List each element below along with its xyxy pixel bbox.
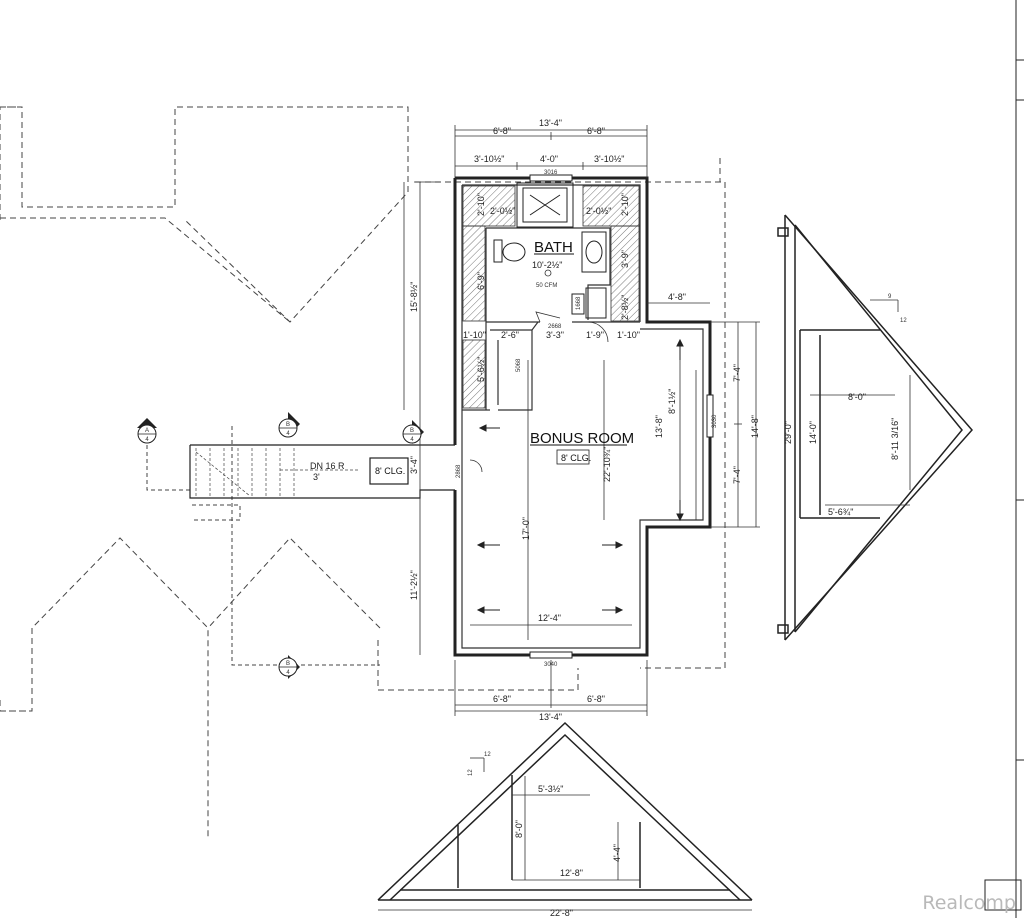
stair-note: DN 16 R bbox=[310, 461, 345, 471]
fan-note: 50 CFM bbox=[536, 283, 557, 289]
dim-left-seg2: 2'-6" bbox=[501, 330, 519, 340]
section-right bbox=[777, 214, 973, 641]
ceiling-label-stair: 8' CLG. bbox=[375, 466, 405, 476]
dim-bs-pitch2: 12 bbox=[468, 769, 474, 776]
section-bottom-dims bbox=[378, 757, 752, 911]
dim-right-upper: 7'-4" bbox=[732, 364, 742, 382]
dim-bath-right-mid: 2'-0½" bbox=[586, 206, 611, 216]
svg-text:4: 4 bbox=[286, 431, 290, 437]
dim-bonus-height-a: 13'-8" bbox=[654, 415, 664, 438]
svg-text:4: 4 bbox=[145, 437, 149, 443]
dim-pitch-run: 12 bbox=[900, 318, 907, 324]
dim-bath-left-top: 2'-10" bbox=[476, 193, 486, 216]
dim-left-lower: 11'-2½" bbox=[409, 570, 419, 600]
dim-top-seg-mid: 4'-0" bbox=[540, 154, 558, 164]
dim-bs-inner: 12'-8" bbox=[560, 868, 583, 878]
dim-rs-right: 8'-11 3/16" bbox=[890, 418, 900, 460]
dim-bath-left-mid: 2'-0½" bbox=[490, 206, 515, 216]
dim-pitch-rise: 9 bbox=[888, 294, 892, 300]
dim-right-seg2: 1'-10" bbox=[617, 330, 640, 340]
dim-bonus-width: 12'-4" bbox=[538, 613, 561, 623]
dim-bath-right-height: 3'-9" bbox=[620, 250, 630, 268]
dim-rs-top: 8'-0" bbox=[848, 392, 866, 402]
dim-bottom-half-left: 6'-8" bbox=[493, 694, 511, 704]
vanity-sink bbox=[581, 231, 607, 273]
section-bottom bbox=[377, 721, 753, 901]
section-tag-b-bottom: B 4 bbox=[278, 655, 300, 679]
title-block-edge bbox=[984, 0, 1024, 918]
realcomp-watermark: Realcomp bbox=[922, 892, 1016, 914]
room-label-bonus: BONUS ROOM bbox=[530, 430, 634, 447]
dim-bump-width: 4'-8" bbox=[668, 292, 686, 302]
dim-top-seg-left: 3'-10½" bbox=[474, 154, 504, 164]
dim-top-seg-right: 3'-10½" bbox=[594, 154, 624, 164]
door-tag-vanity: 1668 bbox=[576, 296, 582, 310]
dim-rs-height: 29'-0" bbox=[783, 421, 793, 444]
svg-text:8' CLG.: 8' CLG. bbox=[561, 453, 591, 463]
room-label-bath: BATH bbox=[534, 239, 573, 256]
dim-bath-right-top: 2'-10" bbox=[620, 193, 630, 216]
window-tag-top: 3016 bbox=[544, 170, 558, 176]
dim-stair-width: 3'-4" bbox=[409, 456, 419, 474]
section-right-dims bbox=[810, 299, 911, 506]
section-tag-b-mid: B 4 bbox=[402, 420, 424, 444]
ceiling-label-bonus: 8' CLG. bbox=[556, 449, 591, 465]
dim-bottom-half-right: 6'-8" bbox=[587, 694, 605, 704]
dim-right-lower: 7'-4" bbox=[732, 466, 742, 484]
svg-text:A: A bbox=[145, 428, 149, 434]
section-tag-b-top: B 4 bbox=[278, 412, 300, 438]
dim-bs-pitch: 12 bbox=[484, 752, 491, 758]
dim-bs-height: 8'-0" bbox=[514, 820, 524, 838]
dim-bath-left-height: 6'-9" bbox=[476, 272, 486, 290]
dim-stair-run: 3' bbox=[313, 472, 320, 482]
roof-outline-upper-left bbox=[0, 106, 409, 323]
linen-cabinet bbox=[571, 287, 607, 319]
svg-text:4: 4 bbox=[286, 670, 290, 676]
dim-closet-height: 5'-6½" bbox=[476, 357, 486, 382]
stair-treads bbox=[195, 448, 360, 497]
inner-walls bbox=[461, 184, 704, 649]
svg-text:B: B bbox=[410, 428, 414, 434]
svg-text:B: B bbox=[286, 661, 290, 667]
svg-text:4: 4 bbox=[410, 437, 414, 443]
dim-top-overall: 13'-4" bbox=[539, 118, 562, 128]
door-swings bbox=[461, 311, 609, 490]
door-tag-closet: 5068 bbox=[516, 358, 522, 372]
dim-top-half-left: 6'-8" bbox=[493, 126, 511, 136]
section-tag-a: A 4 bbox=[137, 418, 157, 444]
dim-left-seg1: 1'-10" bbox=[463, 330, 486, 340]
dim-rs-inner: 14'-0" bbox=[808, 421, 818, 444]
dim-bath-right-low: 2'-8½" bbox=[620, 295, 630, 320]
door-tag-stair: 2868 bbox=[456, 464, 462, 478]
stair-dashed-outline bbox=[146, 426, 380, 666]
dim-bonus-depth: 22'-10¾" bbox=[602, 447, 612, 482]
hatched-knee-walls bbox=[462, 185, 640, 409]
dim-bs-top: 5'-3½" bbox=[538, 784, 563, 794]
dim-bonus-height-b: 8'-1½" bbox=[667, 389, 677, 414]
dim-left-seg3: 3'-3" bbox=[546, 330, 564, 340]
dim-bonus-left: 17'-0" bbox=[521, 517, 531, 540]
dim-rs-bottom: 5'-6¾" bbox=[828, 507, 853, 517]
dim-bath-width: 10'-2½" bbox=[532, 260, 562, 270]
arrows bbox=[476, 338, 684, 614]
dim-left-overall: 15'-8½" bbox=[409, 282, 419, 312]
shower-skylight bbox=[516, 182, 574, 228]
dimension-lines bbox=[403, 125, 760, 716]
dim-bottom-overall: 13'-4" bbox=[539, 712, 562, 722]
dim-bs-right: 4'-4" bbox=[612, 844, 622, 862]
door-tag-bath: 2668 bbox=[548, 324, 562, 330]
bath-fan-symbol bbox=[544, 269, 552, 277]
dim-bs-overall: 22'-8" bbox=[550, 908, 573, 918]
svg-text:B: B bbox=[286, 422, 290, 428]
window-tag-bottom: 3040 bbox=[544, 662, 558, 668]
dim-right-seg1: 1'-9" bbox=[586, 330, 604, 340]
window-tag-side: 3030 bbox=[712, 414, 718, 428]
dim-top-half-right: 6'-8" bbox=[587, 126, 605, 136]
windows bbox=[529, 174, 714, 659]
roof-outline-lower-left bbox=[0, 537, 381, 840]
toilet bbox=[493, 239, 526, 263]
dim-right-total: 14'-8" bbox=[750, 415, 760, 438]
